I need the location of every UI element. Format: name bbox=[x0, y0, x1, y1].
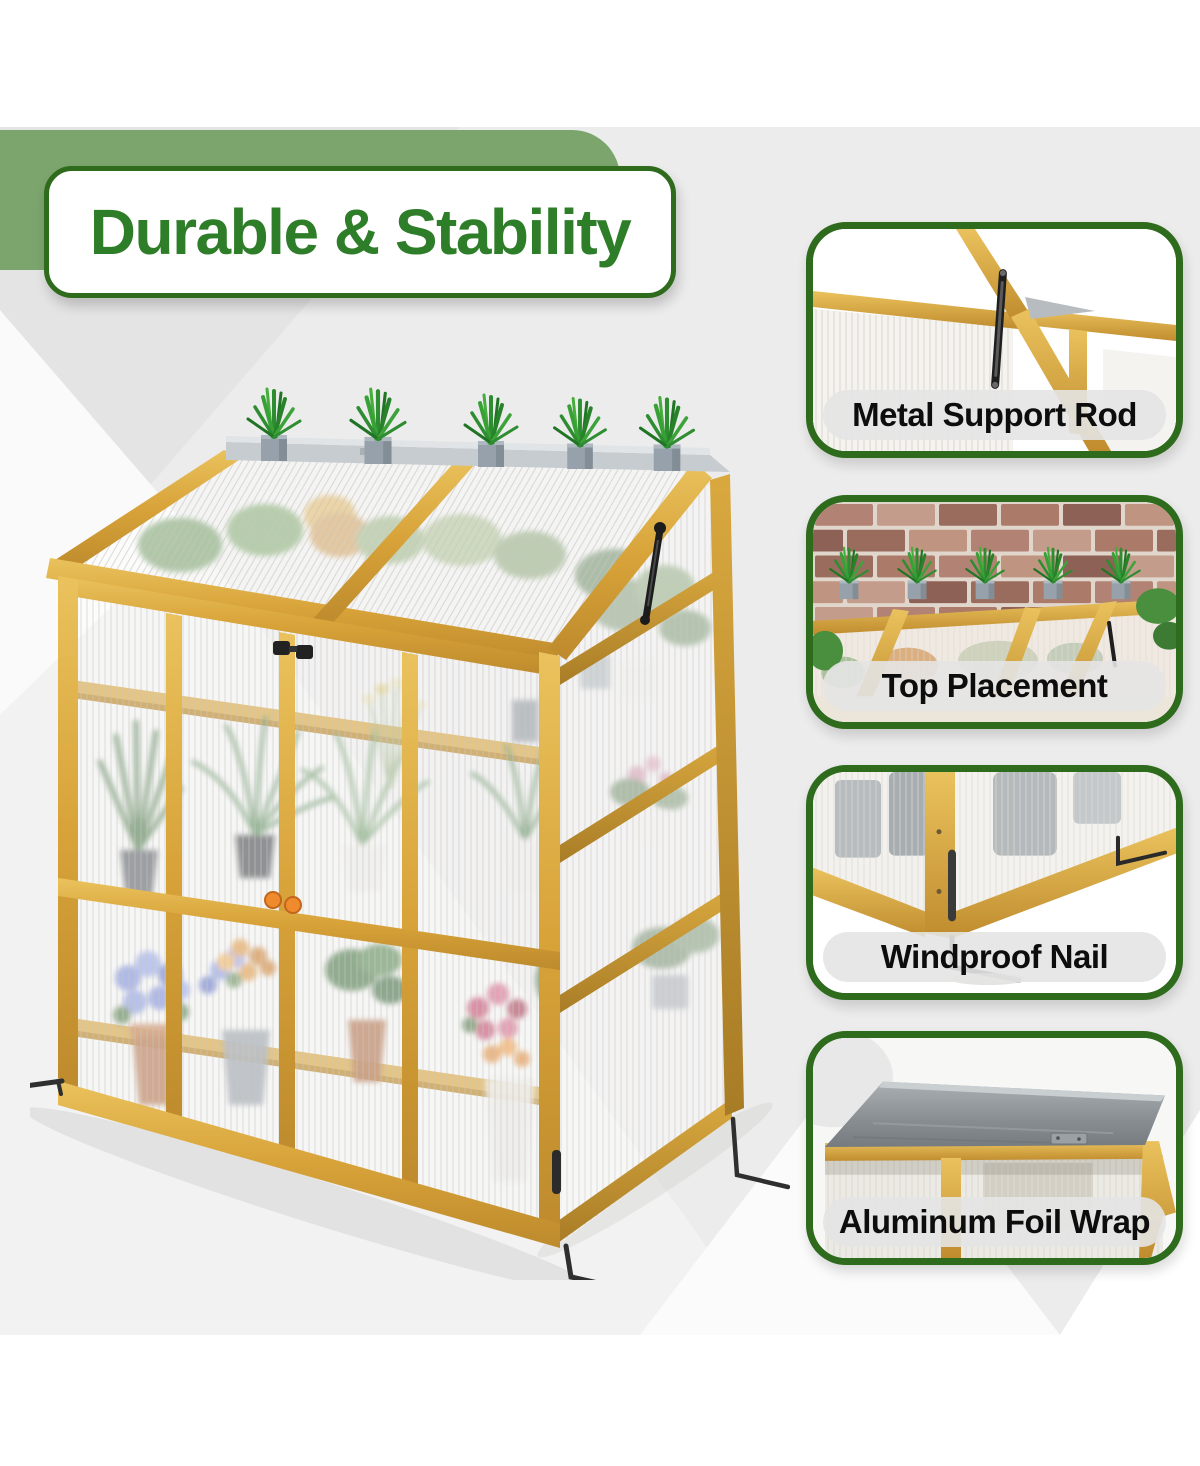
windproof-nails bbox=[30, 1078, 790, 1280]
feature-label: Aluminum Foil Wrap bbox=[823, 1197, 1166, 1247]
door-knobs bbox=[264, 891, 302, 914]
feature-label: Top Placement bbox=[823, 661, 1166, 711]
feature-label: Metal Support Rod bbox=[823, 390, 1166, 440]
title-banner: Durable & Stability bbox=[44, 166, 676, 298]
latch-hardware bbox=[273, 641, 313, 659]
feature-card-top-placement: Top Placement bbox=[806, 495, 1183, 729]
ground-shadow bbox=[30, 1102, 773, 1280]
support-rod bbox=[640, 522, 666, 625]
greenhouse-frame bbox=[46, 436, 744, 1248]
page-title: Durable & Stability bbox=[89, 196, 632, 268]
greenhouse-photo bbox=[30, 387, 790, 1280]
front-interior-plants bbox=[58, 576, 560, 1248]
feature-card-windproof-nail: Windproof Nail bbox=[806, 765, 1183, 1000]
door-hinge bbox=[552, 1150, 561, 1194]
feature-card-aluminum-foil-wrap: Aluminum Foil Wrap bbox=[806, 1031, 1183, 1265]
feature-label: Windproof Nail bbox=[823, 932, 1166, 982]
support-rod-closeup bbox=[991, 269, 1007, 389]
feature-card-metal-support-rod: Metal Support Rod bbox=[806, 222, 1183, 458]
